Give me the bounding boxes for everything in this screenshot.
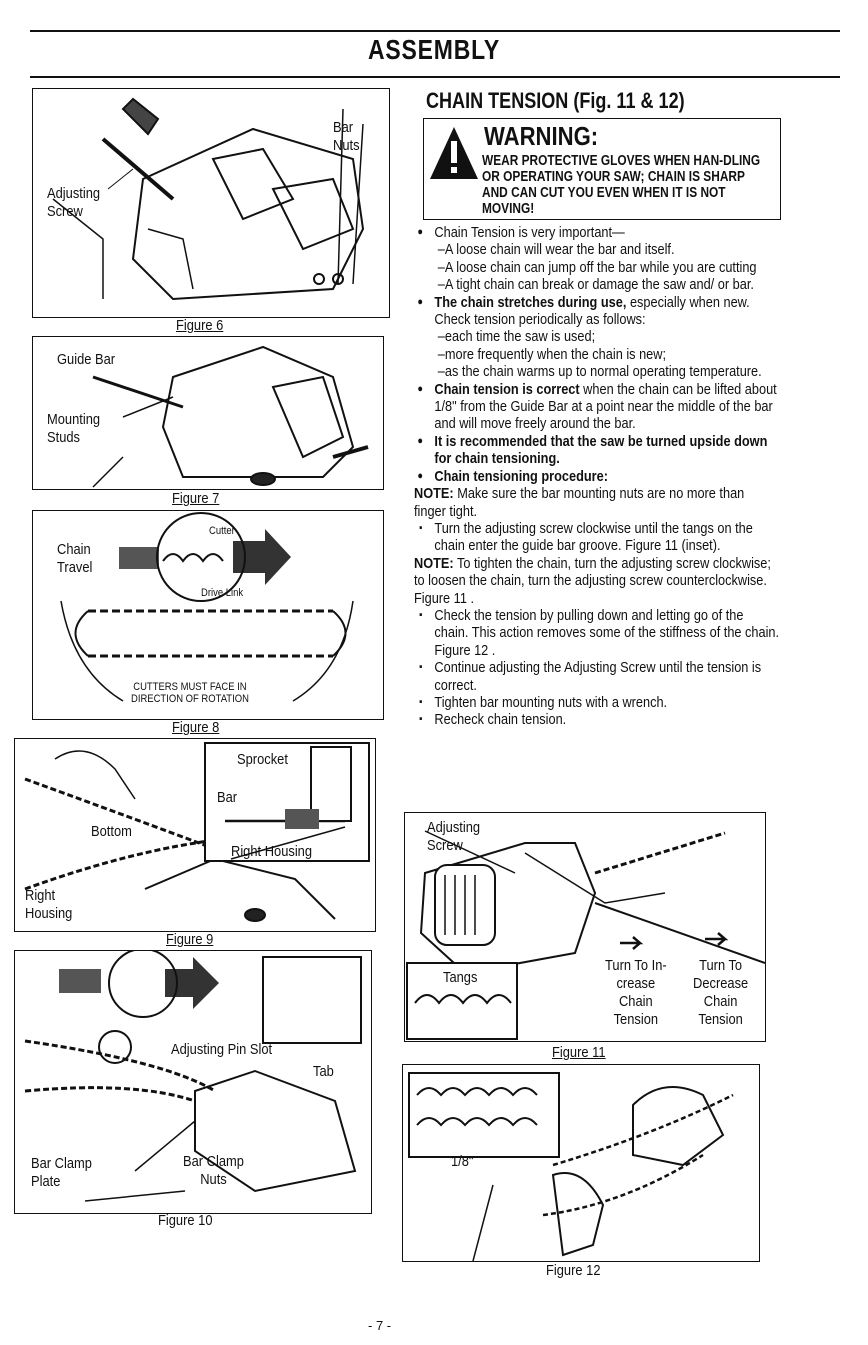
para-stretch-c: –as the chain warms up to normal operati… — [437, 363, 762, 381]
figure-9: Sprocket Bar Right Housing Bottom Right … — [14, 738, 376, 932]
label-eighth-fig12: 1/8" — [451, 1153, 474, 1170]
label-bar-fig9: Bar — [217, 789, 238, 806]
section-title: CHAIN TENSION (Fig. 11 & 12) — [426, 88, 685, 113]
label-guide-bar-fig7: Guide Bar — [57, 351, 116, 368]
figure-7-caption: Figure 7 — [172, 490, 220, 507]
page-title: ASSEMBLY — [367, 34, 501, 65]
chain-direction-illustration — [60, 512, 354, 702]
figure-6-caption: Figure 6 — [176, 317, 224, 334]
label-tab-fig10: Tab — [313, 1063, 334, 1080]
label-chain-travel-fig8: Chain Travel — [57, 541, 93, 576]
figure-11: Adjusting Screw Tangs Turn To In- crease… — [404, 812, 766, 1042]
step-turn-screw: Turn the adjusting screw clockwise until… — [414, 520, 780, 555]
adjusting-screw-illustration — [406, 830, 765, 1040]
para-importance-a: –A loose chain will wear the bar and its… — [437, 241, 675, 259]
warning-box: WARNING: WEAR PROTECTIVE GLOVES WHEN HAN… — [423, 118, 781, 220]
note-finger-tight: NOTE: Make sure the bar mounting nuts ar… — [414, 485, 745, 520]
label-decrease-fig11: Turn To Decrease Chain Tension — [693, 957, 749, 1028]
step-recheck: Recheck chain tension. — [414, 711, 780, 729]
label-bar-clamp-nuts-fig10: Bar Clamp Nuts — [183, 1153, 244, 1188]
para-importance-b: –A loose chain can jump off the bar whil… — [437, 258, 757, 276]
step-continue-adjusting: Continue adjusting the Adjusting Screw u… — [414, 659, 780, 694]
figure-6: Adjusting Screw Bar Nuts — [32, 88, 390, 318]
para-correct: Chain tension is correct when the chain … — [414, 381, 780, 433]
warning-title: WARNING: — [484, 121, 599, 151]
chain-housing-illustration — [24, 742, 370, 922]
figure-12-caption: Figure 12 — [546, 1262, 601, 1279]
label-cutter-fig8: Cutter — [209, 525, 235, 537]
figure-10-caption: Figure 10 — [158, 1212, 213, 1229]
label-right-housing-inset-fig9: Right Housing — [231, 843, 313, 860]
guide-bar-mount-illustration — [92, 345, 369, 488]
label-adjusting-screw-fig6: Adjusting Screw — [47, 185, 101, 220]
label-mounting-studs-fig7: Mounting Studs — [47, 411, 101, 446]
para-importance-c: –A tight chain can break or damage the s… — [437, 276, 754, 294]
label-drive-link-fig8: Drive Link — [201, 587, 244, 599]
label-increase-fig11: Turn To In- crease Chain Tension — [605, 957, 667, 1028]
step-check-tension: Check the tension by pulling down and le… — [414, 607, 780, 659]
step-tighten-nuts: Tighten bar mounting nuts with a wrench. — [414, 694, 780, 712]
figure-8: Chain Travel Cutter Drive Link CUTTERS M… — [32, 510, 384, 720]
figure-12: 1/8" — [402, 1064, 760, 1262]
note-tighten: NOTE: To tighten the chain, turn the adj… — [414, 554, 771, 607]
chain-lift-illustration — [408, 1072, 734, 1261]
bar-clamp-illustration — [24, 951, 362, 1202]
para-procedure: Chain tensioning procedure: — [414, 468, 780, 486]
label-bar-nuts-fig6: Bar Nuts — [333, 119, 360, 154]
para-stretch-a: –each time the saw is used; — [437, 328, 596, 346]
para-stretch: The chain stretches during use, especial… — [414, 294, 780, 329]
label-adjusting-screw-fig11: Adjusting Screw — [427, 819, 481, 854]
figure-7: Guide Bar Mounting Studs — [32, 336, 384, 490]
warning-triangle-icon — [430, 127, 478, 179]
warning-text: WEAR PROTECTIVE GLOVES WHEN HAN-DLING OR… — [482, 153, 761, 217]
page-number: - 7 - — [368, 1318, 392, 1333]
para-stretch-b: –more frequently when the chain is new; — [437, 345, 667, 363]
figure-10: Adjusting Pin Slot Tab Bar Clamp Plate B… — [14, 950, 372, 1214]
header-rule — [30, 76, 840, 78]
figure-8-caption: Figure 8 — [172, 719, 220, 736]
label-bar-clamp-plate-fig10: Bar Clamp Plate — [31, 1155, 92, 1190]
chainsaw-top-illustration — [52, 97, 365, 301]
label-bottom-fig9: Bottom — [91, 823, 132, 840]
figure-11-caption: Figure 11 — [552, 1044, 606, 1061]
para-importance: Chain Tension is very important— — [414, 224, 780, 242]
para-upside-down: It is recommended that the saw be turned… — [414, 433, 780, 468]
label-right-housing-fig9: Right Housing — [25, 887, 73, 922]
label-sprocket-fig9: Sprocket — [237, 751, 288, 768]
top-rule — [30, 30, 840, 32]
label-cutters-face-fig8: CUTTERS MUST FACE IN DIRECTION OF ROTATI… — [131, 681, 249, 705]
label-tangs-fig11: Tangs — [443, 969, 478, 986]
chain-tension-body: Chain Tension is very important— –A loos… — [414, 224, 780, 729]
figure-9-caption: Figure 9 — [166, 931, 214, 948]
label-adjusting-pin-slot-fig10: Adjusting Pin Slot — [171, 1041, 273, 1058]
